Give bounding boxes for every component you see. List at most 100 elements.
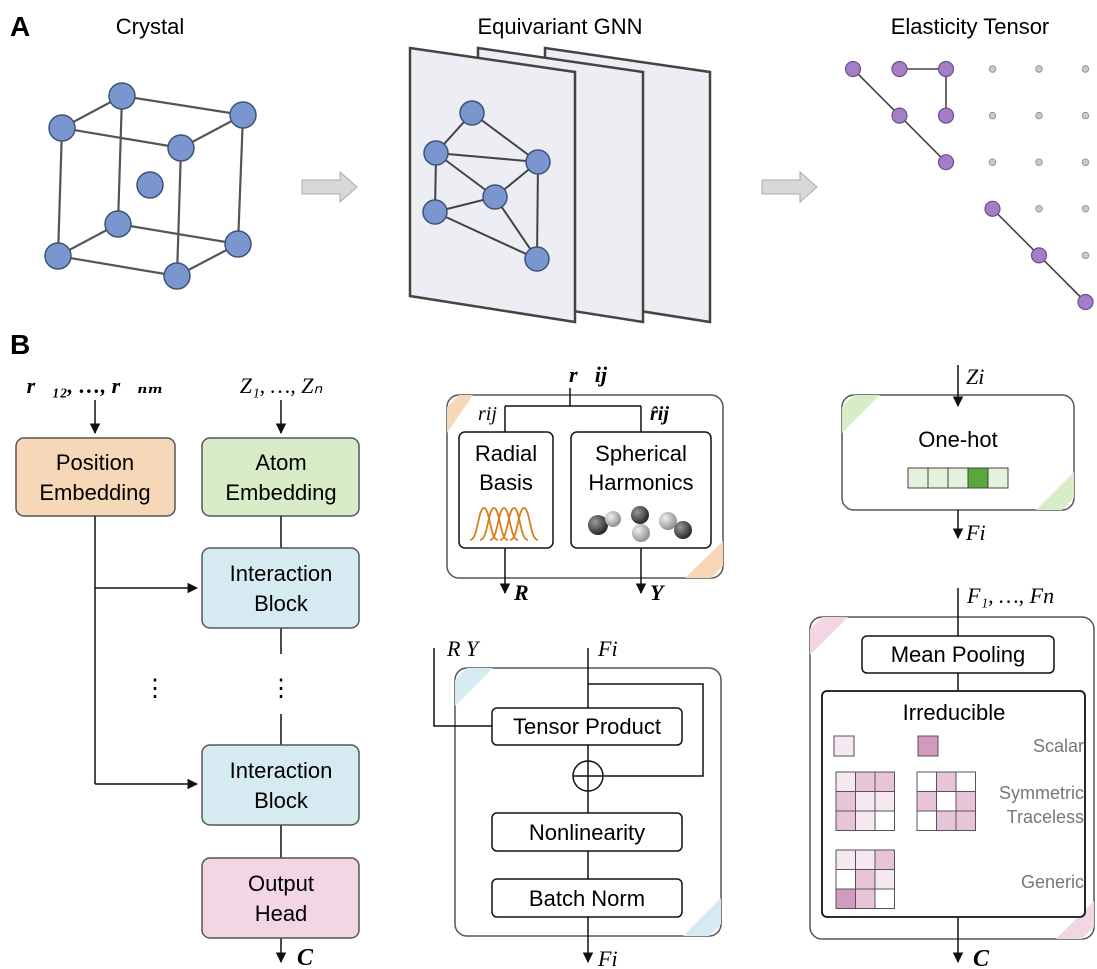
- head-module: F₁, …, Fn Mean Pooling Irreducible Scala…: [809, 583, 1095, 969]
- basis-r-ij: rij: [478, 403, 497, 425]
- tensor-link: [898, 115, 947, 163]
- irreducible-label: Irreducible: [903, 700, 1006, 725]
- symmetric-traceless-cell: [936, 771, 957, 792]
- tensor-entry-nonzero: [984, 200, 1001, 217]
- symmetric-traceless-cell: [955, 791, 976, 812]
- ellipsis-left: ⋮: [143, 675, 167, 702]
- interaction-block-1: [201, 547, 360, 629]
- ellipsis-right: ⋮: [269, 675, 293, 702]
- generic-cell: [874, 869, 895, 890]
- interaction-block-1-line1: Interaction: [230, 561, 333, 586]
- output-head-line1: Output: [248, 871, 314, 896]
- generic-cell: [835, 869, 856, 890]
- symmetric-traceless-cell: [835, 810, 856, 831]
- radial-basis-curves-icon: [469, 507, 539, 541]
- nonlinearity-box: [491, 812, 683, 852]
- scalar-cell: [917, 735, 939, 757]
- tensor-entry-nonzero: [937, 107, 955, 124]
- radial-basis-line2: Basis: [479, 470, 533, 495]
- tensor-entry-zero: [1081, 65, 1090, 73]
- traceless-label: Traceless: [1007, 807, 1084, 827]
- symmetric-traceless-cell: [916, 791, 937, 812]
- input-atoms: Z₁, …, Zₙ: [240, 373, 323, 398]
- output-head-line2: Head: [255, 901, 308, 926]
- tensor-entry-zero: [1081, 251, 1090, 260]
- onehot-label: One-hot: [918, 427, 998, 452]
- panel-b-label: B: [10, 329, 30, 360]
- atom-embedding-line1: Atom: [255, 450, 306, 475]
- symmetric-traceless-cell: [955, 810, 976, 831]
- nonlinearity-label: Nonlinearity: [529, 820, 645, 845]
- head-input: F₁, …, Fn: [966, 583, 1054, 608]
- symmetric-traceless-cell: [855, 791, 876, 812]
- interaction-block-1-line2: Block: [254, 591, 309, 616]
- tensor-entry-zero: [988, 111, 997, 120]
- symmetric-traceless-cell: [874, 771, 895, 792]
- position-embedding-line1: Position: [56, 450, 134, 475]
- symmetric-traceless-cell: [835, 771, 856, 792]
- tensor-entry-nonzero: [844, 60, 862, 78]
- tensor-entry-zero: [1035, 65, 1043, 73]
- crystal-title: Crystal: [116, 14, 184, 39]
- residual-add-icon: [572, 760, 604, 792]
- basis-module: r⃗ij rij r̂ij Radial Basis Spherical Har…: [446, 362, 724, 605]
- onehot-module: Zi One-hot Fi: [841, 364, 1075, 545]
- crystal-atoms: [44, 82, 257, 290]
- tensor-entry-zero: [1081, 205, 1090, 213]
- tensor-entry-nonzero: [891, 107, 908, 124]
- batch-norm-label: Batch Norm: [529, 886, 645, 911]
- atom-embedding-line2: Embedding: [225, 480, 336, 505]
- tensor-entry-nonzero: [937, 60, 955, 78]
- panel-a-arrow-2: [761, 170, 818, 204]
- interaction-input-F: Fi: [597, 636, 618, 661]
- tensor-entry-zero: [1035, 205, 1043, 213]
- tensor-entry-nonzero: [1030, 247, 1048, 264]
- symmetric-label: Symmetric: [999, 783, 1084, 803]
- tensor-entry-nonzero: [891, 60, 908, 78]
- generic-cell: [855, 869, 876, 890]
- generic-cell: [855, 849, 876, 870]
- panel-a-label: A: [10, 11, 30, 42]
- tensor-link: [852, 68, 901, 117]
- interaction-output-F: Fi: [597, 946, 618, 969]
- interaction-input-RY: R Y: [446, 636, 481, 661]
- interaction-module: R Y Fi Tensor Product Nonlinearity Batch…: [433, 636, 722, 969]
- tensor-entry-zero: [988, 158, 997, 166]
- tensor-entry-zero: [1035, 158, 1043, 166]
- panel-a-arrow-1: [301, 170, 358, 204]
- symmetric-traceless-cell: [835, 791, 856, 812]
- generic-cell: [835, 849, 856, 870]
- generic-cell: [855, 888, 876, 909]
- tensor-entry-zero: [1081, 111, 1090, 120]
- generic-cell: [874, 888, 895, 909]
- symmetric-traceless-cell: [936, 791, 957, 812]
- tensor-product-label: Tensor Product: [513, 714, 661, 739]
- irreducible-grids: [833, 735, 976, 909]
- basis-r-hat-ij: r̂ij: [650, 403, 669, 425]
- tensor-entry-zero: [988, 65, 997, 73]
- tensor-link: [1038, 254, 1087, 303]
- basis-output-R: R: [513, 580, 529, 605]
- scalar-label: Scalar: [1033, 736, 1084, 756]
- gnn-title: Equivariant GNN: [477, 14, 642, 39]
- spherical-harmonics-line2: Harmonics: [588, 470, 693, 495]
- gnn-graph: [422, 100, 551, 272]
- scalar-cell: [833, 735, 855, 757]
- symmetric-traceless-cell: [936, 810, 957, 831]
- spherical-harmonics-icon: [588, 506, 692, 542]
- mean-pooling-box: [861, 635, 1055, 674]
- spherical-harmonics-line1: Spherical: [595, 441, 687, 466]
- generic-label: Generic: [1021, 872, 1084, 892]
- symmetric-traceless-cell: [955, 771, 976, 792]
- tensor-grid: [844, 60, 1094, 311]
- onehot-vector: [907, 467, 1009, 489]
- input-positions: r⃗₁₂, …, r⃗ₙₘ: [27, 373, 164, 398]
- symmetric-traceless-cell: [916, 771, 937, 792]
- radial-basis-line1: Radial: [475, 441, 537, 466]
- symmetric-traceless-cell: [855, 771, 876, 792]
- output-head-box: [201, 857, 360, 939]
- gnn-planes: [408, 46, 712, 324]
- batch-norm-box: [491, 878, 683, 918]
- symmetric-traceless-cell: [874, 791, 895, 812]
- tensor-link: [991, 208, 1040, 256]
